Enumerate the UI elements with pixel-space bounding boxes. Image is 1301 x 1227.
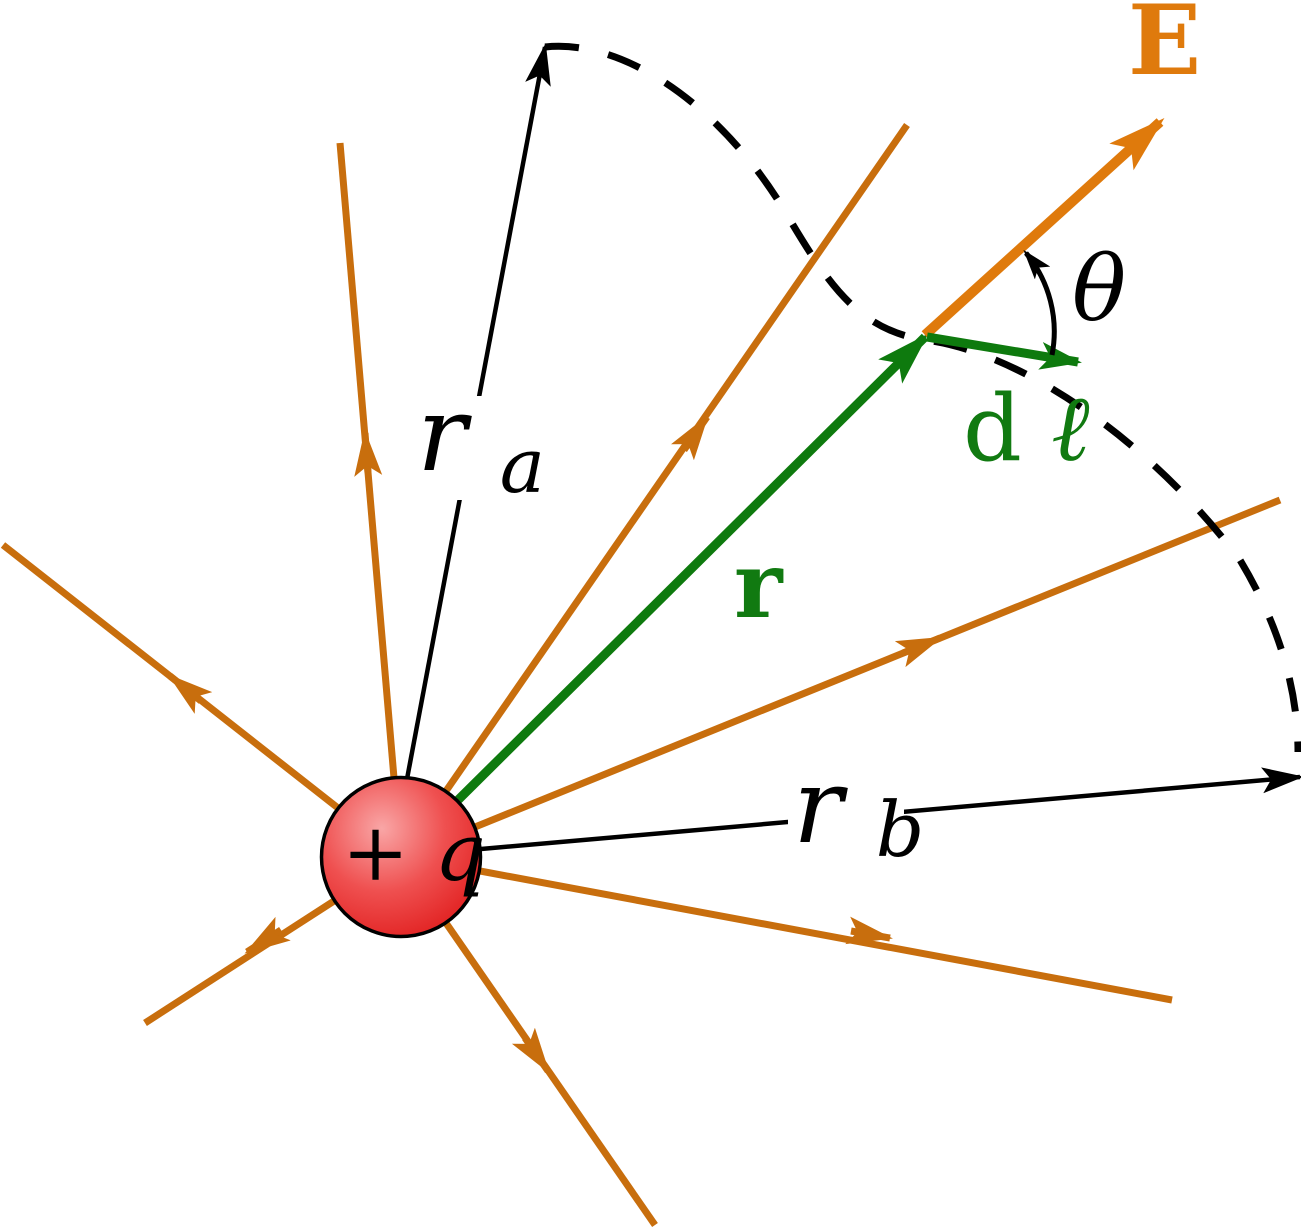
field-line-bottom <box>443 921 658 1227</box>
field-lines <box>0 123 1282 1227</box>
field-line-upper-right-arrow <box>670 414 710 461</box>
field-line-upper-left-arrow <box>354 430 383 477</box>
dl-label-d: d <box>963 375 1022 482</box>
ra-label-base: r <box>417 373 472 495</box>
field-line-bottom-arrow <box>511 1027 551 1074</box>
rb-label-backdrop <box>788 768 904 860</box>
r-vector <box>454 333 929 804</box>
point-charge <box>319 775 483 939</box>
E-label: E <box>1128 0 1201 97</box>
field-line-right-upper <box>473 496 1282 831</box>
field-line-lower-left-arrow <box>244 916 291 955</box>
charge-label-plus: + <box>342 806 409 899</box>
dl-label: d ℓ <box>963 375 1089 482</box>
rb-label-base: r <box>793 745 848 867</box>
rb-label-sub: b <box>876 785 925 874</box>
ra-label: r a <box>417 373 545 510</box>
ra-label-backdrop <box>410 396 532 500</box>
field-line-right-upper-arrow <box>894 634 943 668</box>
dl-vector <box>926 332 1082 370</box>
field-line-right-lower-arrow <box>845 916 893 945</box>
charge-label-q: q <box>434 806 485 899</box>
rb-label: r b <box>793 745 924 874</box>
field-line-right-lower <box>479 867 1173 1004</box>
ra-label-sub: a <box>500 421 545 510</box>
field-line-lower-left <box>143 898 336 1026</box>
dl-label-ell: ℓ <box>1051 375 1089 482</box>
r-label: r <box>734 531 784 639</box>
theta-angle-arc <box>1023 249 1057 356</box>
field-line-left-arrow <box>167 673 213 714</box>
charge-label: + q <box>342 806 486 899</box>
E-vector <box>921 117 1165 339</box>
theta-label: θ <box>1072 237 1126 342</box>
